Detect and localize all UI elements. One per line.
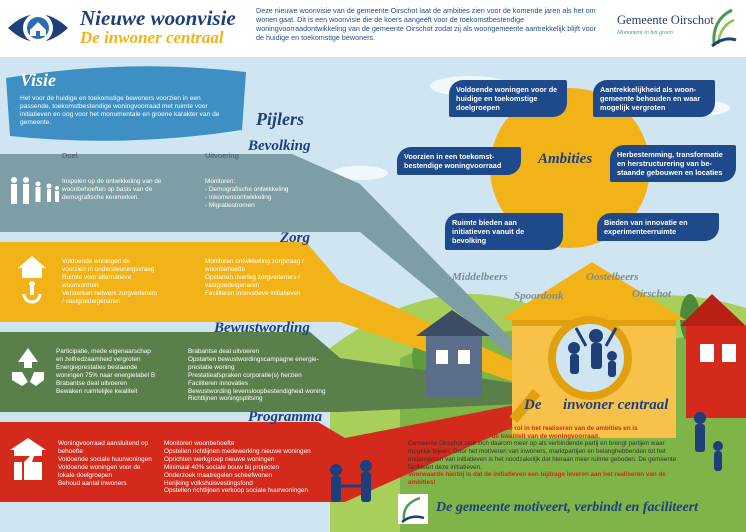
bewoner-title-end: inwoner centraal xyxy=(563,397,669,413)
doel-line: Versterken netwerk zorgverleners xyxy=(62,289,158,297)
municipality-logo-icon xyxy=(711,8,737,48)
bevolking-doel: Inspelen op de ontwikkeling van de woonb… xyxy=(62,178,162,201)
uitvoering-line: Opstarten overleg zorgverleners / xyxy=(205,273,300,281)
header xyxy=(0,0,746,58)
doel-line: woonvormen xyxy=(62,281,99,289)
uitvoering-line: vastgoedeigenaren xyxy=(205,281,260,289)
uitvoering-line: Opstellen richtlijnen medewerking nieuwe… xyxy=(164,447,311,455)
municipality-logo-small-icon xyxy=(398,494,428,524)
doel-line: Voldoende sociale huurwoningen xyxy=(58,455,152,463)
bewoner-lead: De bevolking heeft een prominente rol in… xyxy=(408,425,638,440)
band-title-bewustwording: Bewustwording xyxy=(214,320,310,336)
doel-line: Brabantse deal uitvoeren xyxy=(56,379,128,387)
uitvoering-line: Monitoren: xyxy=(205,178,236,185)
house-thumbs-up-icon xyxy=(10,438,46,480)
uitvoering-line: - Demografische ontwikkeling xyxy=(205,185,289,193)
uitvoering-line: Oprichten werkgroep nieuwe woningen xyxy=(164,455,275,463)
uitvoering-line: Herijking volkshuisvestingsfond xyxy=(164,479,253,487)
doel-line: / vastgoedeigenaren xyxy=(62,297,120,305)
doel-line: Ruimte voor alternatieve xyxy=(62,273,132,281)
slogan: De gemeente motiveert, verbindt en facil… xyxy=(436,500,699,515)
uitvoering-line: Richtlijnen woningsplitsing xyxy=(188,395,263,403)
bewustwording-uitvoering: Brabantse deal uitvoeren Opstarten bewus… xyxy=(188,348,338,403)
recycle-leaf-icon xyxy=(12,348,44,386)
doel-line: Woningvoorraad aansluitend op xyxy=(58,440,149,447)
uitvoering-line: woonbehoefte xyxy=(205,265,246,273)
place-label: Oostelbeers xyxy=(586,271,639,283)
place-label: Middelbeers xyxy=(452,271,508,283)
visie-shape xyxy=(6,66,246,141)
doel-line: Energieprestaties bestaande xyxy=(56,363,138,371)
doel-line: woningen 75% naar energielabel B xyxy=(56,371,156,379)
bewustwording-doel: Participatie, mede eigenaarschap en zelf… xyxy=(56,348,196,395)
doel-line: lokale doelgroepen xyxy=(58,471,113,479)
ambitie-card: Ruimte bieden aan initiatieven vanuit de… xyxy=(445,213,563,250)
uitvoering-line: Faciliteren innovaties xyxy=(188,379,249,387)
band-title-programma: Programma xyxy=(248,409,323,425)
doel-line: Bewaken ruimtelijke kwaliteit xyxy=(56,387,138,395)
uitvoering-line: Monitoren ontwikkeling zorgvraag / xyxy=(205,258,304,265)
municipality-name: Gemeente Oirschot xyxy=(617,13,714,27)
uitvoering-line: - Migratiestromen xyxy=(205,201,255,209)
uitvoering-line: Bewustwording levensloopbestendigheid wo… xyxy=(188,387,326,395)
uitvoering-line: Monitoren woonbehoefte xyxy=(164,440,235,447)
uitvoering-line: Faciliteren innovatieve initiatieven xyxy=(205,289,301,297)
municipality-tagline: Monument in het groen xyxy=(617,30,673,36)
column-doel: Doel xyxy=(62,151,78,160)
programma-uitvoering: Monitoren woonbehoefte Opstellen richtli… xyxy=(164,440,324,495)
pijlers-title: Pijlers xyxy=(256,109,304,129)
doel-line: Behoud aantal inwoners xyxy=(58,479,127,487)
bewoner-title: De inwoner centraal xyxy=(524,397,668,414)
doel-line: behoefte xyxy=(58,447,83,455)
title-line-1: Nieuwe woonvisie xyxy=(80,6,236,30)
doel-line: Voldoende woningen voor de xyxy=(58,463,141,471)
place-label: Oirschot xyxy=(632,288,672,300)
bewoner-closing: Voorwaarde hierbij is dat de initiatieve… xyxy=(408,471,666,486)
ambities-title: Ambities xyxy=(538,151,593,167)
ambitie-card: Aantrekkelijkheid als woon-gemeente beho… xyxy=(593,80,715,117)
doel-line: voorzien in ondersteuningsvraag xyxy=(62,265,155,273)
ambitie-card: Voldoende woningen voor de huidige en to… xyxy=(449,80,567,117)
scene-illustration xyxy=(0,76,746,532)
doel-line: Participatie, mede eigenaarschap xyxy=(56,348,151,355)
doel-line: en zelfredzaamheid vergroten xyxy=(56,355,141,363)
bewoner-body: Gemeente Oirschot stelt zich daarom meer… xyxy=(408,440,677,471)
uitvoering-line: Opstellen richtlijnen verkoop sociale hu… xyxy=(164,487,308,495)
ambitie-card: Voorzien in een toekomst-bestendige woni… xyxy=(397,147,521,175)
doel-line: Voldoende woningen de xyxy=(62,258,131,265)
title-line-2: De inwoner centraal xyxy=(80,28,224,47)
band-title-bevolking: Bevolking xyxy=(248,138,311,154)
uitvoering-line: Opstarten bewustwordingscampagne energie… xyxy=(188,355,319,363)
visie-text: Het voor de huidige en toekomstige bewon… xyxy=(20,95,220,126)
bewoner-text: De bevolking heeft een prominente rol in… xyxy=(408,425,688,487)
zorg-doel: Voldoende woningen de voorzien in onders… xyxy=(62,258,202,305)
uitvoering-line: Prestatieafspraken corporatie(s) herzien xyxy=(188,371,302,379)
eye-house-logo-icon xyxy=(8,13,68,43)
bewoner-title-start: De xyxy=(524,397,542,413)
ambitie-card: Herbestemming, transformatie en herstruc… xyxy=(610,145,736,182)
ambitie-card: Bieden van innovatie en experimenteerrui… xyxy=(597,213,719,241)
uitvoering-line: Minimaal 40% sociale bouw bij projecten xyxy=(164,463,280,471)
intro-text: Deze nieuwe woonvisie van de gemeente Oi… xyxy=(256,6,596,42)
uitvoering-line: Onderzoek maatregelen scheefwonen xyxy=(164,471,272,479)
place-label: Spoordonk xyxy=(514,290,564,302)
uitvoering-line: prestatie woning xyxy=(188,363,235,371)
house-wheelchair-icon xyxy=(18,256,46,304)
visie-title: Visie xyxy=(20,70,57,90)
column-uitvoering: Uitvoering xyxy=(205,151,239,160)
zorg-uitvoering: Monitoren ontwikkeling zorgvraag / woonb… xyxy=(205,258,335,298)
uitvoering-line: - Inkomensontwikkeling xyxy=(205,193,272,201)
uitvoering-line: Brabantse deal uitvoeren xyxy=(188,348,260,355)
band-title-zorg: Zorg xyxy=(280,230,310,246)
family-icon xyxy=(11,177,59,204)
bevolking-uitvoering: Monitoren: - Demografische ontwikkeling … xyxy=(205,178,325,210)
programma-doel: Woningvoorraad aansluitend op behoefte V… xyxy=(58,440,178,487)
